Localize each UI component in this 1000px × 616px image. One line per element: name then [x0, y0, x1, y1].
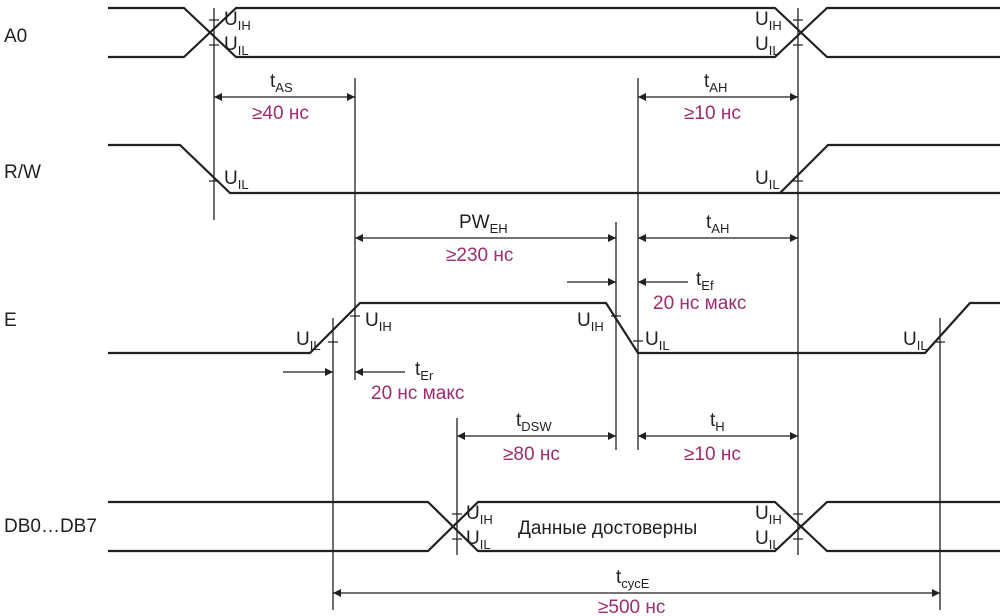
- ter-label: tEr: [415, 359, 434, 383]
- tcyce-value: ≥500 нс: [598, 597, 665, 616]
- reference-lines: [213, 8, 941, 610]
- th-value: ≥10 нс: [684, 444, 741, 465]
- tdsw-value: ≥80 нс: [503, 444, 560, 465]
- ter-value: 20 нс макс: [371, 383, 464, 404]
- a0-right-uih: UIH: [755, 9, 782, 33]
- tas-label: tAS: [270, 71, 293, 95]
- a0-left-uil: UIL: [224, 34, 249, 58]
- db-right-uih: UIH: [755, 503, 782, 527]
- signal-name-a0: A0: [4, 26, 27, 47]
- waveform-db: [108, 500, 1000, 553]
- threshold-labels: UIH UIL UIH UIL UIL UIL UIL UIH UIH UIL …: [224, 9, 928, 552]
- rw-right-uil: UIL: [755, 168, 780, 192]
- e-fall-uil: UIL: [645, 329, 670, 353]
- signal-name-rw: R/W: [4, 162, 41, 183]
- crossing-ticks: [209, 19, 945, 540]
- tah-a0-label: tAH: [704, 71, 727, 95]
- tef-value: 20 нс макс: [653, 293, 746, 314]
- waveform-rw: [108, 143, 1000, 195]
- pweh-value: ≥230 нс: [446, 245, 513, 266]
- e-next-uil: UIL: [903, 329, 928, 353]
- tcyce-label: tcycE: [616, 567, 650, 591]
- db-left-uil: UIL: [466, 528, 491, 552]
- tdsw-label: tDSW: [516, 410, 552, 434]
- rw-left-uil: UIL: [224, 168, 249, 192]
- db-right-uil: UIL: [755, 528, 780, 552]
- waveform-e: [108, 301, 1000, 355]
- dimension-arrows: [214, 93, 940, 597]
- tas-value: ≥40 нс: [252, 103, 309, 124]
- a0-right-uil: UIL: [755, 34, 780, 58]
- e-fall-uih: UIH: [577, 310, 604, 334]
- a0-left-uih: UIH: [224, 9, 251, 33]
- timing-labels: tAS ≥40 нс tAH ≥10 нс PWEH ≥230 нс tAH t…: [252, 71, 746, 616]
- db-left-uih: UIH: [466, 503, 493, 527]
- waveform-a0: [108, 6, 1000, 59]
- e-rise-uil: UIL: [296, 329, 321, 353]
- signal-name-db: DB0…DB7: [4, 516, 97, 537]
- tah-a0-value: ≥10 нс: [684, 103, 741, 124]
- signal-name-e: E: [4, 310, 17, 331]
- tef-label: tEf: [696, 269, 714, 293]
- data-valid-label: Данные достоверны: [518, 518, 697, 539]
- pweh-label: PWEH: [459, 212, 508, 236]
- e-rise-uih: UIH: [365, 310, 392, 334]
- tah-rw-label: tAH: [706, 212, 729, 236]
- th-label: tH: [710, 410, 725, 434]
